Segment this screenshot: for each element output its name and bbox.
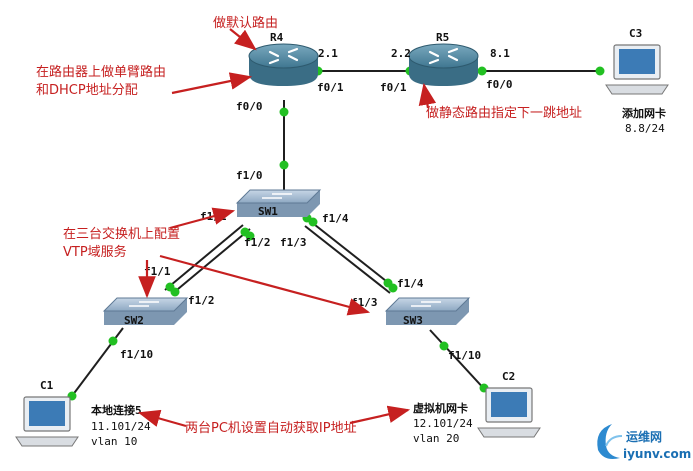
switch-sw2[interactable]	[102, 297, 189, 325]
c1-nic-label: 本地连接5	[91, 403, 142, 417]
c1-ip-label: 11.101/24	[91, 420, 151, 433]
port-dot-r4-f00	[279, 107, 289, 117]
iface-r4-f01: f0/1	[317, 81, 344, 94]
iface-sw1-f13: f1/3	[280, 236, 307, 249]
arrow-router-on-stick	[171, 72, 253, 95]
port-dot-sw2-f12	[170, 287, 180, 297]
router-arrows-icon	[268, 47, 299, 65]
iface-r5-f00-ip: 8.1	[490, 47, 510, 60]
device-label-c2: C2	[502, 370, 515, 383]
c1-vlan-label: vlan 10	[91, 435, 137, 448]
c2-nic-label: 虚拟机网卡	[413, 401, 468, 415]
c3-nic-label: 添加网卡	[622, 106, 666, 120]
iface-r5-f00: f0/0	[486, 78, 513, 91]
switch-arrows-icon	[411, 301, 441, 307]
iface-sw2-f110: f1/10	[120, 348, 153, 361]
arrow-dhcp-c1	[137, 409, 187, 428]
pc-c3[interactable]	[605, 44, 669, 95]
arrow-vtp-sw3	[159, 254, 371, 316]
port-dot-r5-f00	[477, 66, 487, 76]
watermark-url: iyunv.com	[623, 447, 691, 461]
device-label-r5: R5	[436, 31, 449, 44]
pc-c2[interactable]	[477, 387, 541, 438]
link-sw1-sw2-a	[164, 224, 244, 291]
iface-sw1-f14: f1/4	[322, 212, 349, 225]
link-sw1-sw3-a	[309, 220, 396, 289]
port-dot-c3	[595, 66, 605, 76]
note-dhcp-pc: 两台PC机设置自动获取IP地址	[185, 421, 357, 436]
annotation-arrows	[137, 28, 437, 428]
pc-c1[interactable]	[15, 396, 79, 447]
note-vtp-line1: 在三台交换机上配置	[63, 226, 180, 242]
iface-r4-f01-ip: 2.1	[318, 47, 338, 60]
iface-sw3-f14: f1/4	[397, 277, 424, 290]
iface-sw2-f12: f1/2	[188, 294, 215, 307]
iface-sw3-f110: f1/10	[448, 349, 481, 362]
iface-sw1-f10: f1/0	[236, 169, 263, 182]
switch-arrows-icon	[262, 193, 292, 199]
arrow-default-route	[229, 28, 257, 51]
device-label-sw2: SW2	[124, 314, 144, 327]
port-dot-sw1-f10	[279, 160, 289, 170]
watermark-cn: 运维网	[626, 429, 662, 444]
link-sw1-sw3-b	[304, 225, 391, 294]
iface-sw2-f11: f1/1	[144, 265, 171, 278]
router-r5[interactable]	[408, 43, 479, 86]
switch-sw1[interactable]	[235, 189, 322, 217]
arrow-dhcp-c2	[349, 405, 411, 425]
port-dot-sw2-f110	[108, 336, 118, 346]
router-r4[interactable]	[248, 43, 319, 86]
watermark-logo: 运维网 iyunv.com	[597, 424, 691, 461]
note-router-on-stick-line1: 在路由器上做单臂路由	[36, 64, 166, 80]
link-sw3-c2	[429, 329, 488, 393]
device-label-sw3: SW3	[403, 314, 423, 327]
iface-r4-f00: f0/0	[236, 100, 263, 113]
note-static-route: 做静态路由指定下一跳地址	[426, 105, 582, 121]
iface-sw1-f12: f1/2	[244, 236, 271, 249]
device-label-r4: R4	[270, 31, 284, 44]
device-label-c1: C1	[40, 379, 54, 392]
arrow-vtp-sw1	[169, 207, 236, 230]
port-dot-sw3-f110	[439, 341, 449, 351]
note-vtp-line2: VTP域服务	[63, 244, 127, 260]
note-router-on-stick-line2: 和DHCP地址分配	[36, 83, 138, 98]
iface-r5-f01-ip: 2.2	[391, 47, 411, 60]
c3-ip-label: 8.8/24	[625, 122, 665, 135]
switch-sw3[interactable]	[384, 297, 471, 325]
arrow-static-route	[418, 82, 437, 109]
switch-arrows-icon	[129, 301, 159, 307]
link-sw1-sw2-b	[171, 228, 251, 295]
iface-r5-f01: f0/1	[380, 81, 407, 94]
c2-ip-label: 12.101/24	[413, 417, 473, 430]
device-label-c3: C3	[629, 27, 642, 40]
port-dot-sw1-f13-b	[308, 217, 318, 227]
iface-sw3-f13: f1/3	[351, 296, 378, 309]
port-dot-sw1-f12-b	[245, 231, 255, 241]
c2-vlan-label: vlan 20	[413, 432, 459, 445]
port-dot-sw3-f14-b	[388, 283, 398, 293]
note-default-route: 做默认路由	[213, 15, 278, 31]
router-arrows-icon	[428, 47, 459, 65]
device-label-sw1: SW1	[258, 205, 278, 218]
